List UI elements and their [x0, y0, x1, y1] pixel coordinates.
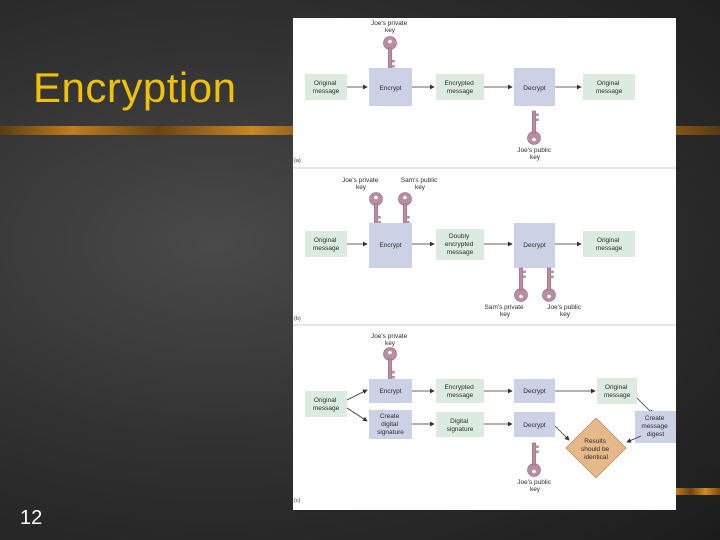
decorative-band-right: [676, 488, 720, 495]
box-original-message: [305, 231, 347, 257]
box-message-digest: [635, 411, 676, 443]
public-key-icon: [398, 192, 412, 227]
public-key-icon: [542, 267, 556, 302]
box-decrypt-text: Decrypt: [523, 422, 546, 429]
box-encrypted-message: [436, 74, 484, 100]
box-original-message-text: Original message: [313, 80, 340, 95]
box-original-message-text: Original message: [313, 397, 340, 412]
panel-label-b: (b): [294, 316, 301, 322]
panel-b: Joe's private key Sam's public key Origi…: [294, 177, 635, 322]
box-encrypt: [369, 68, 412, 106]
box-create-signature: [369, 410, 412, 439]
box-create-signature-text: Create digital signature: [377, 413, 404, 436]
box-original-message-out-text: Original message: [604, 384, 631, 399]
private-key-icon: [514, 267, 528, 302]
box-original-message-out-text: Original message: [596, 237, 623, 252]
box-encrypt-text: Encrypt: [379, 388, 401, 395]
encryption-figure: Joe's private key Original message Encry…: [293, 18, 676, 510]
slide-number: 12: [20, 507, 43, 529]
box-encrypted-message: [436, 379, 484, 403]
private-key-icon: [383, 36, 397, 71]
box-original-message: [305, 391, 347, 417]
results-diamond-text: Results should be identical: [581, 438, 611, 461]
box-encrypt: [369, 379, 412, 403]
box-decrypt: [514, 379, 555, 403]
key-label-sam-private: Sam's private key: [485, 304, 526, 318]
panel-a: Joe's private key Original message Encry…: [294, 20, 635, 164]
box-original-message-out: [597, 378, 637, 404]
public-key-icon: [527, 442, 541, 477]
box-encrypted-message-text: Encrypted message: [444, 384, 475, 399]
key-label-joe-private: Joe's private key: [342, 177, 380, 191]
box-digital-signature: [436, 412, 484, 437]
results-diamond: [565, 417, 627, 479]
box-original-message-out: [583, 74, 635, 100]
box-doubly-encrypted-message-text: Doubly encrypted message: [445, 233, 475, 256]
box-original-message-text: Original message: [313, 237, 340, 252]
private-key-icon: [369, 192, 383, 227]
box-encrypt-text: Encrypt: [379, 242, 401, 249]
key-label-joe-private: Joe's private key: [371, 333, 409, 347]
box-original-message: [305, 74, 347, 100]
private-key-icon: [383, 347, 397, 382]
box-doubly-encrypted-message: [436, 229, 484, 260]
slide-title: Encryption: [33, 64, 237, 111]
key-label-sam-public: Sam's public key: [401, 177, 439, 191]
key-label-joe-public: Joe's public key: [517, 479, 553, 493]
box-decrypt: [514, 412, 555, 437]
box-decrypt-text: Decrypt: [523, 388, 546, 395]
panel-c: Joe's private key Original message Encry…: [294, 333, 676, 504]
box-message-digest-text: Create message digest: [641, 415, 669, 438]
public-key-icon: [527, 110, 541, 145]
panel-label-c: (c): [294, 498, 301, 504]
box-encrypt: [369, 223, 412, 268]
box-digital-signature-text: Digital signature: [447, 418, 474, 433]
box-original-message-out-text: Original message: [596, 80, 623, 95]
box-decrypt-text: Decrypt: [523, 85, 546, 92]
box-original-message-out: [583, 231, 635, 257]
box-decrypt-text: Decrypt: [523, 242, 546, 249]
key-label-joe-private: Joe's private key: [371, 20, 409, 34]
box-encrypt-text: Encrypt: [379, 85, 401, 92]
key-label-joe-public: Joe's public key: [517, 147, 553, 161]
box-decrypt: [514, 223, 555, 268]
box-decrypt: [514, 68, 555, 106]
box-encrypted-message-text: Encrypted message: [444, 80, 475, 95]
panel-label-a: (a): [294, 158, 301, 164]
key-label-joe-public: Joe's public key: [547, 304, 583, 318]
